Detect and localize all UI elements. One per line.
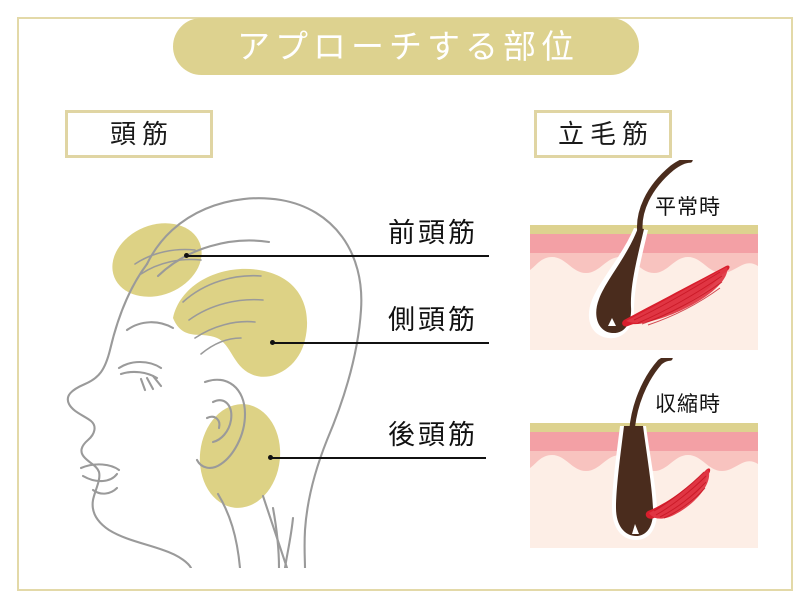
skin-cross-section-contracted: [530, 355, 758, 548]
section-header-arrector-pili-label: 立毛筋: [557, 119, 654, 149]
hair-shaft-contracted: [629, 355, 673, 433]
arrector-pili-muscle-contracted: [645, 468, 711, 519]
skin-cross-section-normal: [530, 157, 758, 350]
dermal-papilla: [608, 318, 616, 326]
frontalis-muscle-region: [112, 223, 202, 297]
head-profile-illustration: [55, 178, 405, 570]
temporalis-label: 側頭筋: [388, 305, 478, 335]
temporalis-leader-line: [272, 342, 489, 344]
occipitalis-muscle-region: [199, 404, 281, 508]
section-header-arrector-pili: 立毛筋: [534, 110, 672, 158]
page-title: アプローチする部位: [237, 28, 579, 65]
temporalis-muscle-region: [173, 268, 308, 377]
occipitalis-leader-line: [270, 457, 486, 459]
state-label-contracted: 収縮時: [655, 393, 721, 416]
dermal-papilla: [632, 524, 639, 534]
hair-follicle-bulb: [596, 228, 644, 334]
occipitalis-label: 後頭筋: [388, 420, 478, 450]
muscle-regions: [112, 223, 308, 508]
hair-shaft-normal: [637, 157, 693, 235]
page-title-banner: アプローチする部位: [173, 18, 639, 75]
hair-follicle-bulb: [616, 426, 654, 536]
frontalis-label: 前頭筋: [388, 218, 478, 248]
section-header-head-muscles-label: 頭筋: [109, 119, 174, 149]
frontalis-leader-line: [186, 255, 489, 257]
follicle-group-contracted: [612, 426, 658, 540]
follicle-group-normal: [588, 228, 648, 339]
state-label-normal: 平常時: [655, 196, 721, 219]
arrector-pili-muscle-normal: [622, 265, 730, 327]
head-outline: [66, 197, 363, 570]
section-header-head-muscles: 頭筋: [65, 110, 213, 158]
